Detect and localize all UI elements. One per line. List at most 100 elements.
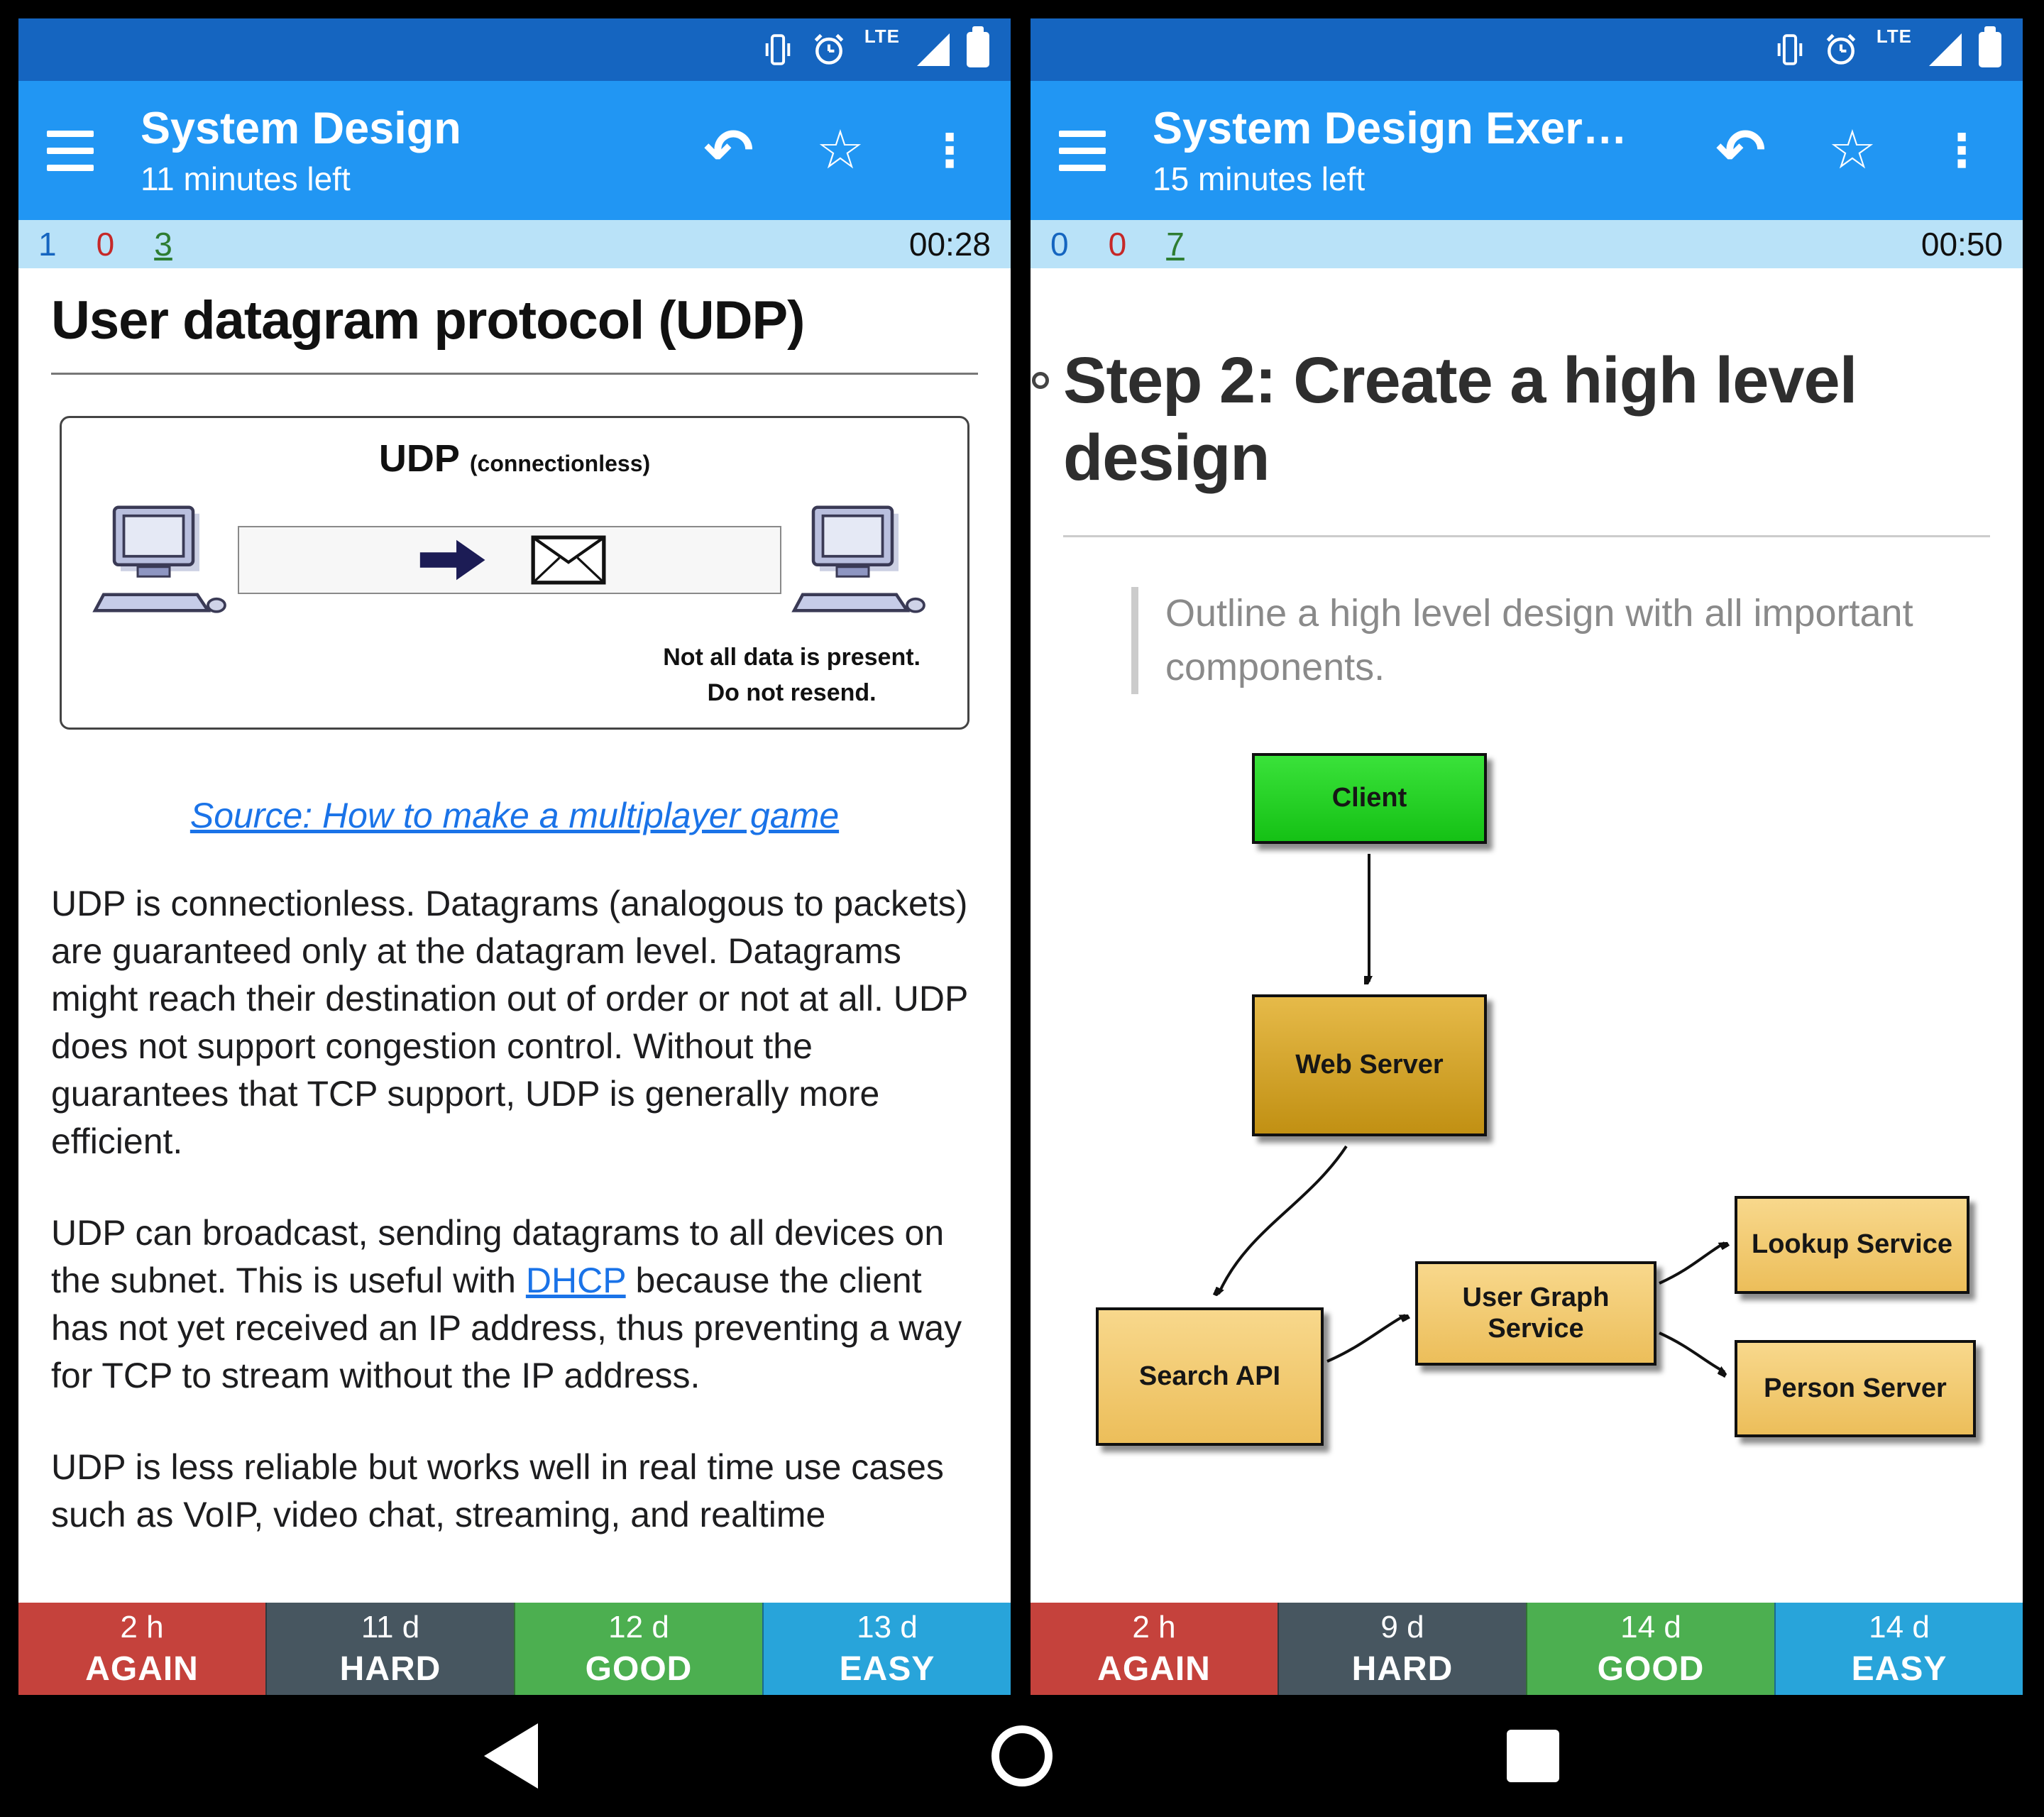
new-count: 0: [1050, 226, 1069, 263]
counts-bar: 0 0 7 00:50: [1031, 220, 2023, 268]
home-icon[interactable]: [991, 1725, 1053, 1786]
again-button[interactable]: 2 h AGAIN: [1031, 1603, 1278, 1695]
app-bar: System Design Exer… 15 minutes left ↶ ☆ …: [1031, 81, 2023, 220]
figure-note-line1: Not all data is present.: [663, 644, 921, 671]
review-count: 3: [154, 226, 172, 263]
hard-label: HARD: [1351, 1649, 1454, 1688]
again-interval: 2 h: [120, 1609, 164, 1645]
toolbar-actions: ↶ ☆ ⋮: [703, 121, 982, 180]
back-icon[interactable]: [484, 1723, 538, 1789]
app-bar: System Design 11 minutes left ↶ ☆ ⋮: [18, 81, 1011, 220]
step-heading: Step 2: Create a high level design: [1063, 344, 1857, 494]
learning-count: 0: [96, 226, 115, 263]
figure-note: Not all data is present. Do not resend.: [663, 640, 921, 710]
envelope-icon: [531, 535, 606, 585]
hard-interval: 9 d: [1380, 1609, 1424, 1645]
phone-screen-right: LTE System Design Exer… 15 minutes left …: [1031, 18, 2023, 1695]
figure-row: [62, 495, 967, 640]
recents-icon[interactable]: [1507, 1730, 1559, 1782]
diagram-box-client: Client: [1252, 753, 1487, 845]
diagram-box-person-server: Person Server: [1735, 1340, 1976, 1438]
blockquote: Outline a high level design with all imp…: [1131, 587, 1955, 695]
hard-button[interactable]: 11 d HARD: [265, 1603, 514, 1695]
computer-icon: [791, 505, 925, 613]
phone-screen-left: LTE System Design 11 minutes left ↶ ☆ ⋮ …: [18, 18, 1011, 1695]
diagram-box-user-graph-service: User Graph Service: [1415, 1261, 1656, 1366]
easy-button[interactable]: 14 d EASY: [1774, 1603, 2023, 1695]
deck-title: System Design: [141, 104, 461, 153]
alarm-icon: [1826, 33, 1856, 65]
battery-icon: [967, 26, 989, 67]
answer-bar: 2 h AGAIN 9 d HARD 14 d GOOD 14 d EASY: [1031, 1603, 2023, 1695]
status-bar: LTE: [18, 18, 1011, 81]
easy-interval: 13 d: [857, 1609, 918, 1645]
mark-star-icon[interactable]: ☆: [1828, 120, 1877, 180]
menu-icon[interactable]: [1059, 130, 1106, 171]
undo-icon[interactable]: ↶: [1715, 117, 1766, 184]
hard-button[interactable]: 9 d HARD: [1278, 1603, 1526, 1695]
hard-interval: 11 d: [361, 1609, 420, 1645]
anchor-mark: [1032, 372, 1049, 389]
time-left-subtitle: 15 minutes left: [1153, 160, 1366, 197]
easy-button[interactable]: 13 d EASY: [762, 1603, 1011, 1695]
card-timer: 00:28: [908, 226, 991, 263]
undo-icon[interactable]: ↶: [703, 117, 754, 184]
figure-title: UDP: [378, 437, 460, 480]
review-count: 7: [1166, 226, 1185, 263]
vibrate-icon: [1777, 34, 1803, 65]
overflow-menu-icon[interactable]: ⋮: [927, 125, 972, 176]
vibrate-icon: [765, 34, 791, 65]
toolbar-titles: System Design Exer… 15 minutes left: [1153, 103, 1627, 198]
paragraph-2-text-after: because the client has not yet received …: [51, 1261, 962, 1395]
dhcp-link[interactable]: DHCP: [525, 1261, 626, 1300]
good-button[interactable]: 14 d GOOD: [1526, 1603, 1774, 1695]
easy-interval: 14 d: [1869, 1609, 1930, 1645]
answer-bar: 2 h AGAIN 11 d HARD 12 d GOOD 13 d EASY: [18, 1603, 1011, 1695]
divider: [1063, 535, 1990, 538]
arrow-right-icon: [419, 539, 485, 581]
good-label: GOOD: [585, 1649, 693, 1688]
diagram-box-lookup-service: Lookup Service: [1735, 1196, 1969, 1295]
lte-label: LTE: [864, 26, 900, 47]
good-label: GOOD: [1597, 1649, 1705, 1688]
overflow-menu-icon[interactable]: ⋮: [1939, 125, 1984, 176]
status-bar: LTE: [1031, 18, 2023, 81]
toolbar-titles: System Design 11 minutes left: [141, 103, 461, 198]
signal-icon: [917, 33, 950, 66]
good-interval: 14 d: [1620, 1609, 1681, 1645]
high-level-design-diagram: Client Web Server Search API User Graph …: [1031, 733, 2023, 1486]
new-count: 1: [38, 226, 57, 263]
hard-label: HARD: [339, 1649, 441, 1688]
battery-icon: [1979, 26, 2001, 67]
learning-count: 0: [1108, 226, 1127, 263]
source-link[interactable]: Source: How to make a multiplayer game: [189, 796, 840, 835]
card-content[interactable]: User datagram protocol (UDP) UDP(connect…: [18, 268, 1011, 1603]
mark-star-icon[interactable]: ☆: [815, 120, 864, 180]
paragraph-1: UDP is connectionless. Datagrams (analog…: [51, 884, 968, 1161]
good-button[interactable]: 12 d GOOD: [514, 1603, 762, 1695]
toolbar-actions: ↶ ☆ ⋮: [1715, 121, 1994, 180]
again-button[interactable]: 2 h AGAIN: [18, 1603, 265, 1695]
deck-title: System Design Exer…: [1153, 104, 1627, 153]
divider: [51, 373, 978, 375]
computer-icon: [92, 505, 226, 613]
transfer-band: [238, 526, 781, 594]
card-content[interactable]: Step 2: Create a high level design Outli…: [1031, 268, 2023, 1603]
again-label: AGAIN: [85, 1649, 199, 1688]
figure-heading: UDP(connectionless): [62, 437, 967, 481]
paragraph-2-text-before: UDP can broadcast, sending datagrams to …: [51, 1213, 945, 1300]
lte-label: LTE: [1876, 26, 1912, 47]
good-interval: 12 d: [608, 1609, 669, 1645]
menu-icon[interactable]: [47, 130, 94, 171]
alarm-icon: [814, 33, 844, 65]
card-timer: 00:50: [1921, 226, 2003, 263]
udp-diagram-figure: UDP(connectionless): [60, 416, 969, 730]
again-interval: 2 h: [1132, 1609, 1176, 1645]
figure-note-line2: Do not resend.: [707, 679, 877, 706]
signal-icon: [1929, 33, 1962, 66]
diagram-box-web-server: Web Server: [1252, 994, 1487, 1137]
easy-label: EASY: [1851, 1649, 1947, 1688]
easy-label: EASY: [839, 1649, 935, 1688]
paragraph-3: UDP is less reliable but works well in r…: [51, 1447, 944, 1535]
